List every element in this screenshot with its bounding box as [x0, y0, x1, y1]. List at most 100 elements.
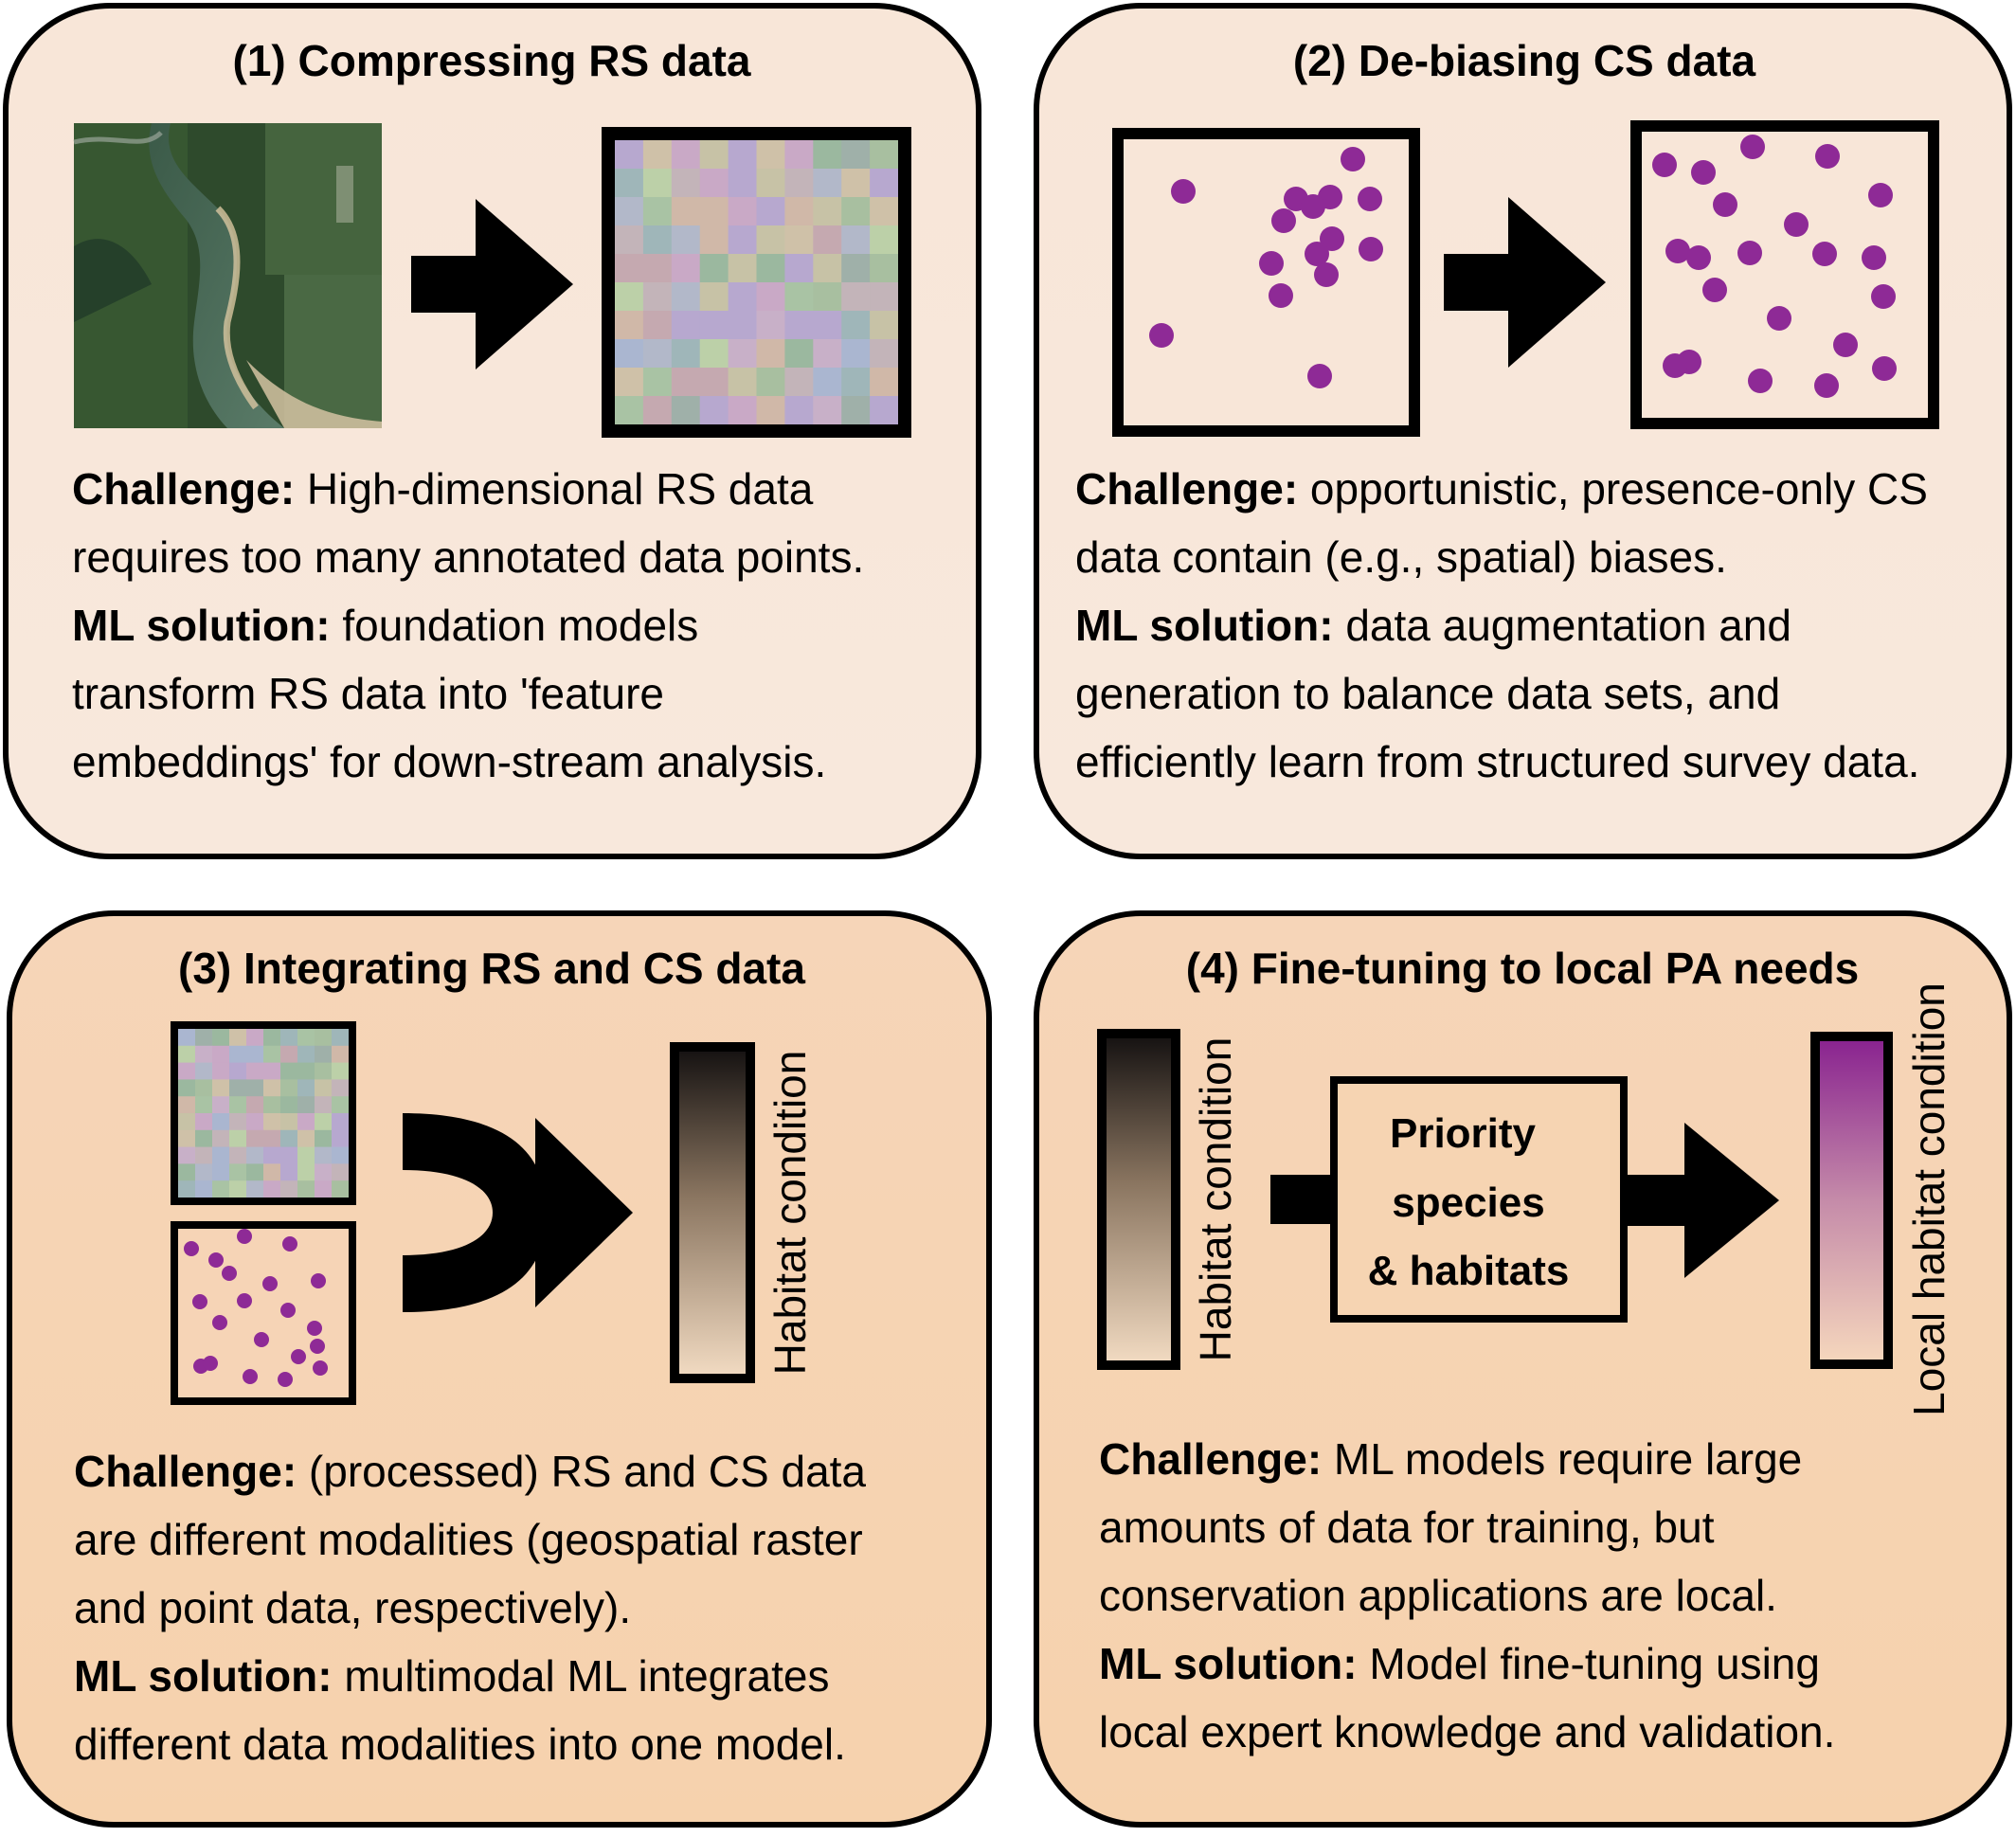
embedding-cell: [841, 169, 871, 198]
embedding-cell: [315, 1113, 333, 1131]
embedding-cell: [280, 1045, 298, 1064]
embedding-cell: [178, 1129, 196, 1148]
observation-dot: [1301, 194, 1325, 219]
solution-text: different data modalities into one model…: [74, 1720, 846, 1769]
embedding-cell: [728, 311, 757, 340]
solution-label: ML solution:: [74, 1651, 333, 1701]
challenge-text: High-dimensional RS data: [295, 464, 814, 513]
embedding-cell: [246, 1163, 264, 1181]
embedding-cell: [280, 1180, 298, 1198]
embedding-cell: [195, 1129, 213, 1148]
observation-dot: [1871, 284, 1896, 309]
embedding-cell: [671, 254, 701, 283]
observation-dot: [1307, 364, 1332, 388]
embedding-cell: [699, 140, 729, 170]
embedding-cell: [756, 368, 785, 397]
embedding-cell: [642, 339, 673, 369]
embedding-cell: [813, 339, 842, 369]
embedding-cell: [756, 197, 785, 226]
challenge-text: (processed) RS and CS data: [297, 1447, 867, 1496]
observation-dot: [307, 1321, 322, 1336]
embedding-cell: [813, 368, 842, 397]
embedding-cell: [229, 1113, 247, 1131]
challenge-label: Challenge:: [72, 464, 296, 513]
embedding-cell: [297, 1163, 315, 1181]
embedding-cell: [642, 197, 673, 226]
embedding-cell: [297, 1029, 315, 1047]
observation-dot: [310, 1339, 325, 1354]
embedding-cell: [671, 197, 701, 226]
panel-4-frame: [1034, 910, 2012, 1828]
embedding-cell: [671, 368, 701, 397]
embedding-cell: [756, 169, 785, 198]
observation-dot: [1686, 245, 1711, 270]
embedding-cell: [332, 1045, 350, 1064]
embedding-cell: [315, 1045, 333, 1064]
embedding-cell: [813, 311, 842, 340]
solution-text: data augmentation and: [1333, 601, 1791, 650]
challenge-text: conservation applications are local.: [1099, 1571, 1777, 1620]
embedding-cell: [195, 1163, 213, 1181]
embedding-cell: [671, 339, 701, 369]
embedding-cell: [728, 396, 757, 425]
embedding-cell: [315, 1029, 333, 1047]
solution-text: multimodal ML integrates: [332, 1651, 830, 1701]
panel-3-description: Challenge: (processed) RS and CS data ar…: [74, 1437, 983, 1778]
embedding-cell: [671, 169, 701, 198]
local-habitat-condition-label: Local habitat condition: [1904, 982, 1953, 1416]
observation-dot: [1320, 226, 1344, 251]
solution-text: generation to balance data sets, and: [1075, 669, 1781, 718]
embedding-cell: [229, 1079, 247, 1097]
embedding-cell: [315, 1096, 333, 1114]
observation-dot: [1812, 242, 1837, 266]
embedding-cell: [229, 1096, 247, 1114]
panel-4-title: (4) Fine-tuning to local PA needs: [1186, 944, 1859, 993]
embedding-cell: [246, 1129, 264, 1148]
embedding-cell: [280, 1146, 298, 1164]
challenge-label: Challenge:: [74, 1447, 297, 1496]
solution-label: ML solution:: [1099, 1639, 1358, 1688]
embedding-cell: [332, 1029, 350, 1047]
embedding-cell: [699, 169, 729, 198]
observation-dot: [1868, 183, 1893, 207]
embedding-cell: [728, 140, 757, 170]
embedding-cell: [784, 339, 814, 369]
embedding-cell: [229, 1029, 247, 1047]
panel-2-title: (2) De-biasing CS data: [1293, 36, 1756, 85]
observation-dot: [1305, 242, 1329, 266]
challenge-text: and point data, respectively).: [74, 1583, 632, 1632]
embedding-cell: [642, 396, 673, 425]
challenge-label: Challenge:: [1075, 464, 1299, 513]
embedding-cell: [229, 1163, 247, 1181]
observation-dot: [1833, 333, 1858, 357]
embedding-cell: [699, 282, 729, 312]
solution-text: Model fine-tuning using: [1357, 1639, 1820, 1688]
solution-text: foundation models: [330, 601, 699, 650]
embedding-cell: [263, 1146, 281, 1164]
embedding-cell: [195, 1045, 213, 1064]
embedding-cell: [280, 1062, 298, 1080]
observation-dot: [1862, 245, 1886, 270]
embedding-cell: [813, 225, 842, 255]
observation-dot: [1665, 239, 1690, 263]
observation-dot: [1691, 160, 1716, 185]
panel-2-description: Challenge: opportunistic, presence-only …: [1075, 455, 2004, 796]
observation-dot: [1358, 187, 1382, 211]
embedding-cell: [642, 169, 673, 198]
embedding-cell: [699, 396, 729, 425]
embedding-cell: [728, 225, 757, 255]
observation-dot: [192, 1294, 207, 1309]
embedding-cell: [699, 197, 729, 226]
embedding-cell: [212, 1096, 230, 1114]
embedding-cell: [671, 225, 701, 255]
embedding-cell: [615, 169, 644, 198]
embedding-cell: [229, 1045, 247, 1064]
observation-dot: [291, 1349, 306, 1364]
habitat-condition-bar: [670, 1042, 755, 1383]
embedding-cell: [841, 368, 871, 397]
embedding-cell: [263, 1079, 281, 1097]
embedding-cell: [246, 1180, 264, 1198]
solution-text: embeddings' for down-stream analysis.: [72, 737, 827, 786]
embedding-cell: [332, 1096, 350, 1114]
